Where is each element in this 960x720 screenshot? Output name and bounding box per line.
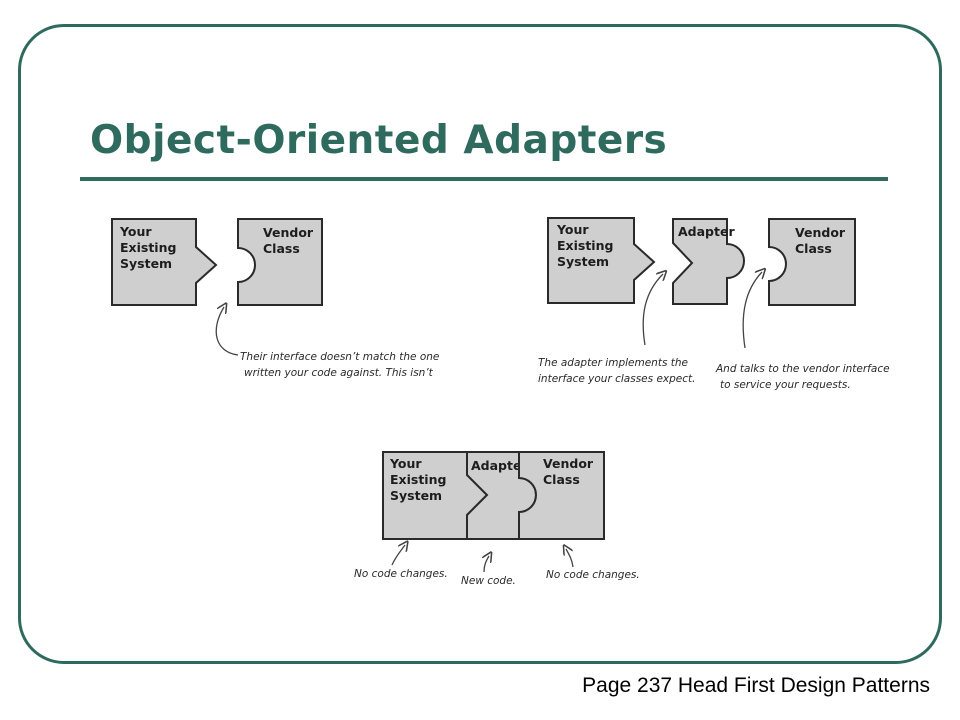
system-unchanged-arrow (391, 545, 405, 566)
existing-system-label: Your Existing System (556, 222, 618, 269)
mismatch-arrow (215, 307, 239, 356)
existing-system-label: Your Existing System (119, 224, 181, 271)
diagram-incompatible: Your Existing System Vendor Class Their … (111, 218, 443, 379)
vendor-unchanged-note: No code changes. (546, 569, 640, 581)
vendor-class-label: Vendor Class (263, 225, 317, 256)
vendor-class-piece (518, 451, 605, 540)
adapter-label: Adapter (471, 458, 528, 473)
vendor-class-label: Vendor Class (543, 456, 597, 487)
vendor-class-label: Vendor Class (795, 225, 849, 256)
vendor-talks-arrow (742, 272, 762, 349)
slide-title: Object-Oriented Adapters (90, 118, 668, 163)
vendor-class-piece (237, 218, 323, 306)
existing-system-piece (547, 217, 656, 304)
adapter-implements-arrow (642, 274, 663, 346)
adapter-implements-note: The adapter implements the interface you… (538, 357, 695, 385)
system-unchanged-note: No code changes. (354, 568, 448, 580)
vendor-talks-note: And talks to the vendor interface to ser… (715, 363, 893, 391)
vendor-class-piece (768, 218, 856, 306)
vendor-unchanged-arrow (566, 549, 574, 568)
diagram-adapter-between: Your Existing System Adapter Vendor Clas… (538, 217, 893, 391)
adapter-new-note: New code. (461, 575, 516, 587)
existing-system-label: Your Existing System (389, 456, 451, 503)
slide-frame (18, 24, 942, 664)
existing-system-piece (111, 218, 218, 306)
diagram-assembled: Your Existing System Adapter Vendor Clas… (354, 451, 640, 587)
adapter-piece (672, 218, 745, 305)
adapter-new-arrow (484, 556, 489, 573)
mismatch-note: Their interface doesn’t match the one wr… (240, 351, 443, 379)
source-citation: Page 237 Head First Design Patterns (582, 674, 930, 697)
title-rule (80, 177, 888, 181)
adapter-label: Adapter (678, 224, 735, 239)
